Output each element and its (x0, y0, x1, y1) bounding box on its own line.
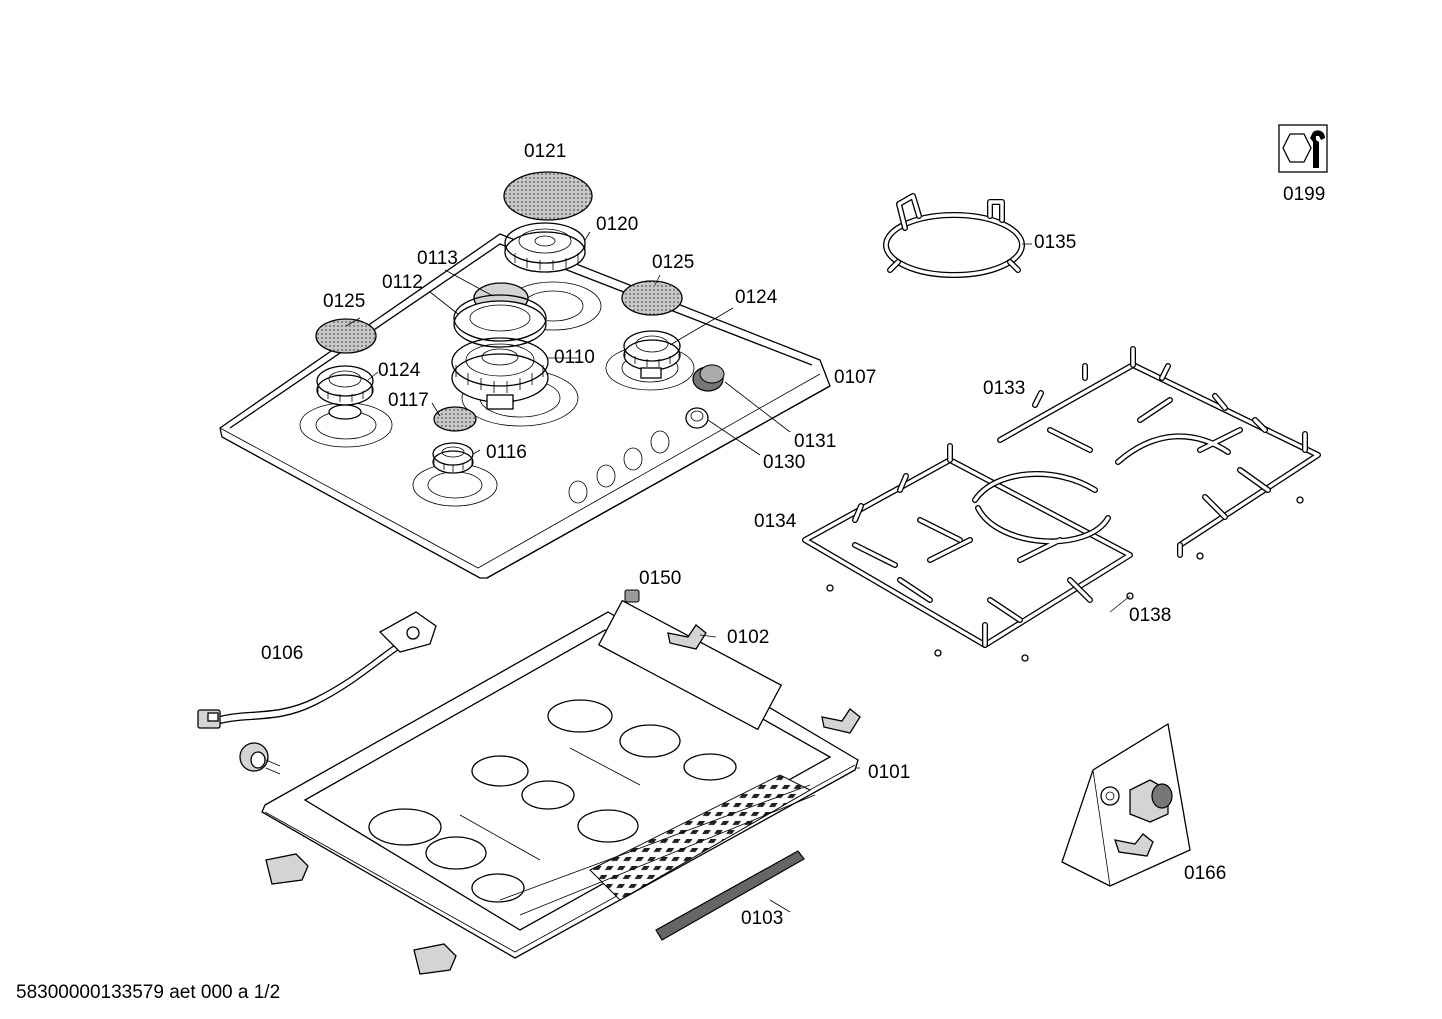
label-0131: 0131 (794, 431, 836, 452)
label-0125-right: 0125 (652, 252, 694, 273)
burner-ring-wok-outer (453, 294, 547, 348)
label-0102: 0102 (727, 627, 769, 648)
label-0199: 0199 (1283, 184, 1325, 205)
burner-wok (451, 337, 549, 410)
label-0135: 0135 (1034, 232, 1076, 253)
burner-cap-small-left (315, 318, 377, 354)
label-0113: 0113 (417, 248, 458, 269)
label-0125-left: 0125 (323, 291, 365, 312)
leader-lines-lower (699, 595, 1131, 913)
label-0124-right: 0124 (735, 287, 778, 308)
label-0138: 0138 (1129, 605, 1171, 626)
label-0133: 0133 (983, 378, 1025, 399)
label-0117: 0117 (388, 390, 429, 411)
hob-top-plate (219, 233, 831, 579)
label-0121: 0121 (524, 141, 566, 162)
sealing-strip (655, 850, 805, 941)
leader-lines-hob (345, 231, 791, 456)
pan-support-left (802, 443, 1134, 662)
mains-cable (197, 611, 437, 729)
control-knob (692, 364, 725, 392)
burner-head-large (504, 222, 586, 273)
label-0150: 0150 (639, 568, 681, 589)
label-0124-left: 0124 (378, 360, 421, 381)
label-0107: 0107 (834, 367, 876, 388)
part-labels: 0121 0120 0113 0112 0125 0125 0124 0124 … (261, 141, 1325, 929)
fixing-clip (265, 624, 861, 975)
pan-support-right (997, 346, 1321, 560)
ignition-switch (239, 742, 281, 775)
wok-ring (883, 193, 1032, 278)
label-0120: 0120 (596, 214, 638, 235)
document-id: 58300000133579 aet 000 a 1/2 (16, 982, 280, 1003)
label-0116: 0116 (486, 442, 527, 463)
burner-cap-large (503, 171, 593, 221)
label-0110: 0110 (554, 347, 595, 368)
label-0134: 0134 (754, 511, 797, 532)
label-0166: 0166 (1184, 863, 1226, 884)
burner-head-auxiliary (432, 442, 474, 474)
label-0112: 0112 (382, 272, 423, 293)
base-tray (261, 599, 859, 959)
wrench-nut-icon (1278, 124, 1328, 173)
label-0101: 0101 (868, 762, 910, 783)
burner-cap-small-right (621, 280, 683, 316)
burner-head-small-left (316, 365, 374, 420)
knob-spindle-seal (685, 407, 709, 429)
gas-connection-kit (1061, 722, 1191, 887)
label-0103: 0103 (741, 908, 783, 929)
small-spacer-block (624, 589, 640, 603)
burner-head-small-right (623, 330, 681, 379)
label-0130: 0130 (763, 452, 805, 473)
label-0106: 0106 (261, 643, 303, 664)
burner-cap-auxiliary (433, 406, 477, 432)
